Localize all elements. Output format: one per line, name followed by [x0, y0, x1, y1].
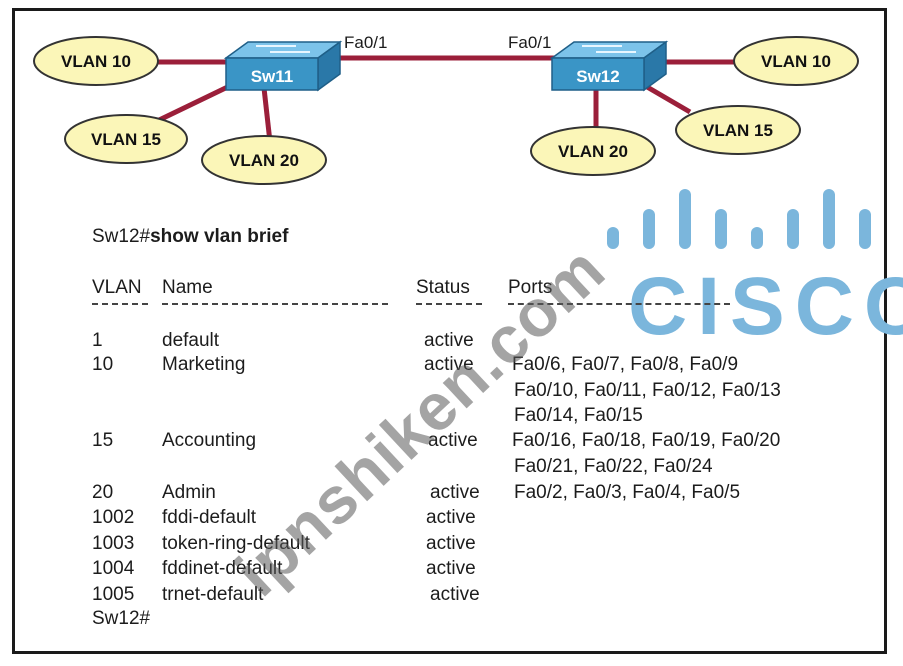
sw11-label: Sw11	[251, 67, 294, 86]
cisco-logo-bars-icon	[607, 189, 871, 249]
table-row-status: active	[426, 507, 476, 528]
table-row-status: active	[426, 558, 476, 579]
svg-text:VLAN 10: VLAN 10	[61, 52, 131, 71]
table-row-ports: Fa0/16, Fa0/18, Fa0/19, Fa0/20	[512, 430, 781, 451]
table-row-vlan: 1002	[92, 507, 135, 528]
table-row-vlan: 15	[92, 430, 114, 451]
table-row-ports: Fa0/14, Fa0/15	[514, 405, 643, 426]
switch-sw11: Sw11	[223, 40, 343, 92]
table-row-name: trnet-default	[162, 584, 264, 605]
table-row-status: active	[430, 584, 480, 605]
sw11-trunk-port-label: Fa0/1	[344, 33, 387, 52]
header-vlan: VLAN	[92, 277, 142, 298]
table-row-ports: Fa0/2, Fa0/3, Fa0/4, Fa0/5	[514, 482, 741, 503]
table-row-name: Accounting	[162, 430, 257, 451]
sw12-label: Sw12	[576, 67, 619, 86]
table-row-ports: Fa0/21, Fa0/22, Fa0/24	[514, 456, 713, 477]
cisco-logo-word: CISCO	[628, 261, 903, 352]
table-row-vlan: 10	[92, 354, 114, 375]
table-row-name: token-ring-default	[162, 533, 310, 554]
switch-sw12: Sw12	[549, 40, 669, 92]
sw12-vlan10-ellipse: VLAN 10	[733, 36, 859, 86]
table-row-name: Admin	[162, 482, 216, 503]
divider-ports	[508, 303, 730, 305]
header-ports: Ports	[508, 277, 553, 298]
sw12-vlan20-ellipse: VLAN 20	[530, 126, 656, 176]
table-row-vlan: 1003	[92, 533, 135, 554]
table-row-vlan: 1	[92, 330, 103, 351]
svg-text:VLAN 15: VLAN 15	[91, 130, 161, 149]
svg-text:VLAN 10: VLAN 10	[761, 52, 831, 71]
table-row-ports: Fa0/10, Fa0/11, Fa0/12, Fa0/13	[514, 380, 781, 401]
divider-vlan	[92, 303, 148, 305]
table-row-status: active	[426, 533, 476, 554]
header-status: Status	[416, 277, 470, 298]
command-text: show vlan brief	[150, 226, 289, 247]
svg-text:VLAN 20: VLAN 20	[229, 151, 299, 170]
end-prompt: Sw12#	[92, 608, 151, 629]
divider-status	[416, 303, 482, 305]
table-row-status: active	[424, 354, 474, 375]
table-row-status: active	[424, 330, 474, 351]
table-row-status: active	[428, 430, 478, 451]
table-row-status: active	[430, 482, 480, 503]
table-row-vlan: 1004	[92, 558, 135, 579]
sw12-trunk-port-label: Fa0/1	[508, 33, 551, 52]
command-line: Sw12#show vlan brief	[92, 226, 288, 248]
sw12-vlan15-ellipse: VLAN 15	[675, 105, 801, 155]
sw11-vlan20-link	[261, 87, 273, 143]
sw11-vlan15-link	[153, 79, 240, 125]
table-row-name: fddi-default	[162, 507, 257, 528]
svg-text:VLAN 20: VLAN 20	[558, 142, 628, 161]
table-row-vlan: 1005	[92, 584, 135, 605]
table-row-vlan: 20	[92, 482, 114, 503]
sw12-vlan15-link	[640, 81, 692, 115]
table-row-ports: Fa0/6, Fa0/7, Fa0/8, Fa0/9	[512, 354, 739, 375]
table-row-name: default	[162, 330, 220, 351]
table-row-name: Marketing	[162, 354, 246, 375]
sw11-vlan15-ellipse: VLAN 15	[64, 114, 188, 164]
divider-name	[162, 303, 388, 305]
sw11-vlan20-ellipse: VLAN 20	[201, 135, 327, 185]
network-topology: Sw11 Sw12 Fa0/1 Fa0/1 VLAN 10 VLAN 15 VL…	[33, 33, 859, 185]
header-name: Name	[162, 277, 213, 298]
table-row-name: fddinet-default	[162, 558, 283, 579]
svg-text:VLAN 15: VLAN 15	[703, 121, 773, 140]
sw11-vlan10-ellipse: VLAN 10	[33, 36, 159, 86]
command-prompt: Sw12#	[92, 226, 151, 247]
